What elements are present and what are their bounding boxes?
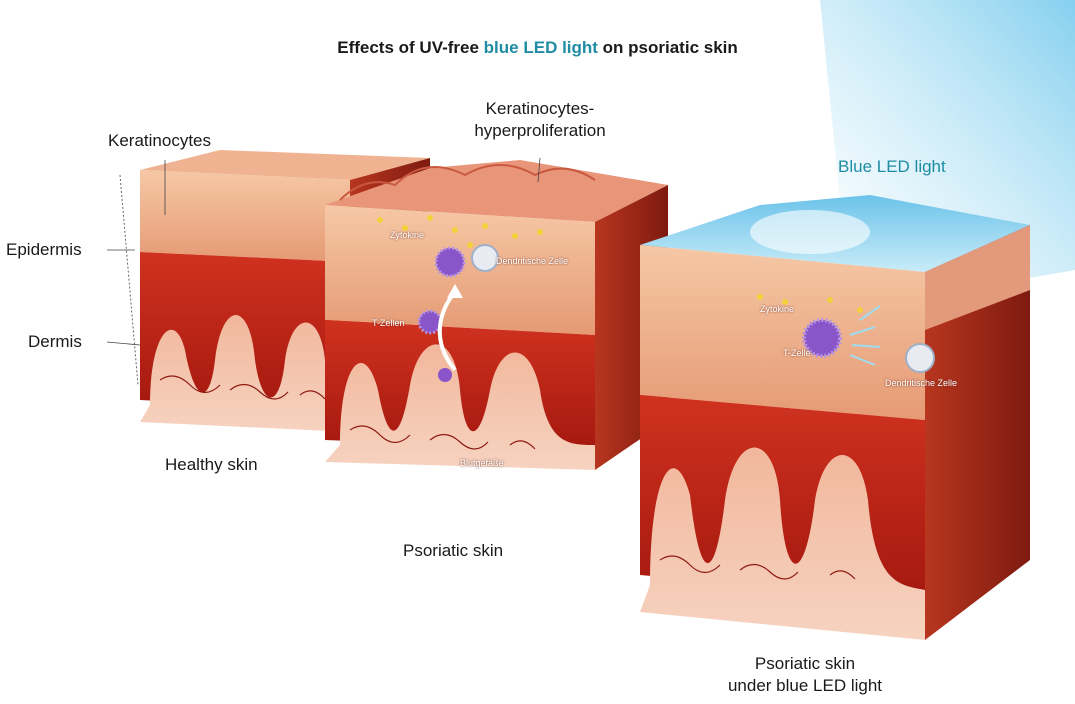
t-cell — [436, 248, 464, 276]
hyperproliferation-line2: hyperproliferation — [455, 120, 625, 142]
title-prefix: Effects of UV-free — [337, 38, 483, 57]
zytokine-label-2: Zytokine — [760, 304, 794, 314]
epidermis-label: Epidermis — [6, 239, 82, 261]
psoriatic-skin-block — [325, 160, 668, 470]
keratinocytes-label: Keratinocytes — [108, 130, 211, 152]
dendritic-cell-label-2: Dendritische Zelle — [885, 378, 957, 388]
healthy-skin-label: Healthy skin — [165, 454, 258, 476]
hyperproliferation-label: Keratinocytes- hyperproliferation — [455, 98, 625, 142]
dermis-label: Dermis — [28, 331, 82, 353]
treated-skin-line2: under blue LED light — [690, 675, 920, 697]
treated-skin-block — [640, 195, 1030, 640]
title-suffix: on psoriatic skin — [598, 38, 738, 57]
diagram-title: Effects of UV-free blue LED light on pso… — [0, 38, 1075, 58]
t-cell — [438, 368, 452, 382]
zytokine-label-1: Zytokine — [390, 230, 424, 240]
treated-skin-label: Psoriatic skin under blue LED light — [690, 653, 920, 697]
psoriatic-skin-label: Psoriatic skin — [403, 540, 503, 562]
treated-skin-line1: Psoriatic skin — [690, 653, 920, 675]
dendritic-cell — [472, 245, 498, 271]
dendritic-cell — [906, 344, 934, 372]
blood-vessels-label: Blutgefäße — [460, 458, 504, 468]
title-highlight: blue LED light — [484, 38, 598, 57]
layer-bracket — [120, 175, 138, 385]
t-cell-label: T-Zelle — [783, 348, 811, 358]
t-cells-label: T-Zellen — [372, 318, 405, 328]
hyperproliferation-line1: Keratinocytes- — [455, 98, 625, 120]
dendritic-cell-label-1: Dendritische Zelle — [496, 256, 568, 266]
t-cell — [419, 311, 441, 333]
blue-led-light-label: Blue LED light — [838, 156, 946, 178]
